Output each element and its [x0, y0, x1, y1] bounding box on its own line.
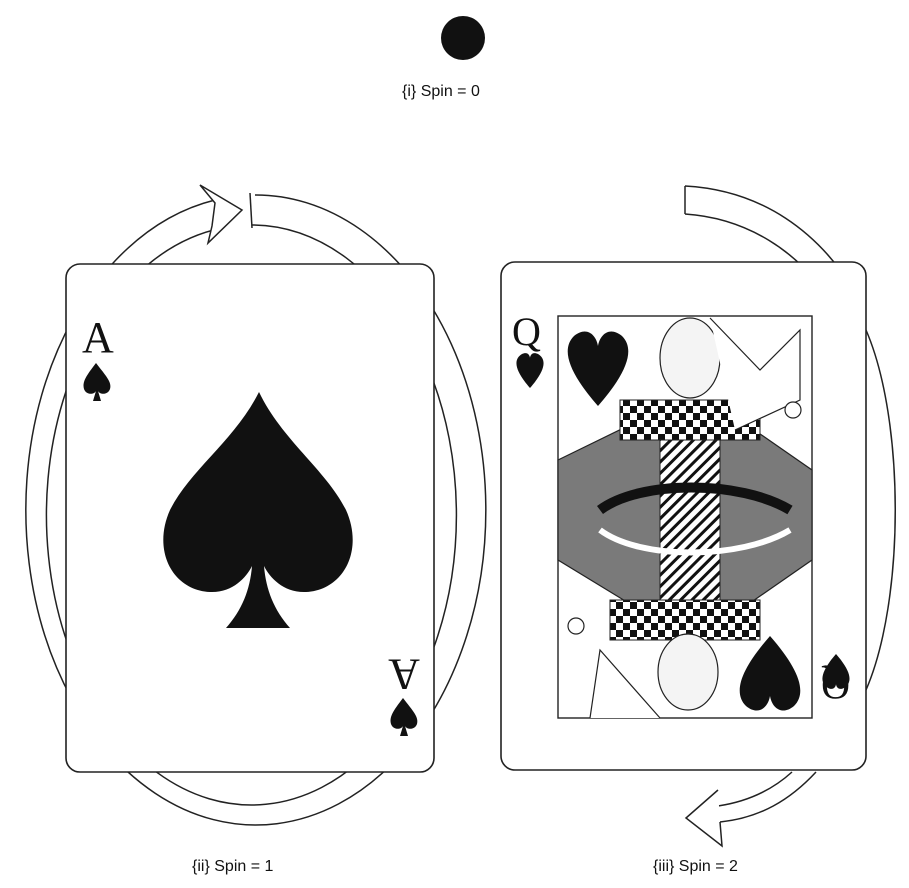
card-rank-bottom: A	[388, 650, 420, 699]
caption-spin-0: {i} Spin = 0	[402, 83, 480, 101]
ace-of-spades-card: A A	[66, 264, 434, 772]
queen-rank-top: Q	[512, 309, 541, 354]
spin-zero-dot	[441, 16, 485, 60]
caption-spin-1: {ii} Spin = 1	[192, 858, 273, 876]
queen-of-hearts-card: Q Q	[501, 262, 866, 770]
caption-spin-2: {iii} Spin = 2	[653, 858, 738, 876]
card-rank-top: A	[82, 313, 114, 362]
